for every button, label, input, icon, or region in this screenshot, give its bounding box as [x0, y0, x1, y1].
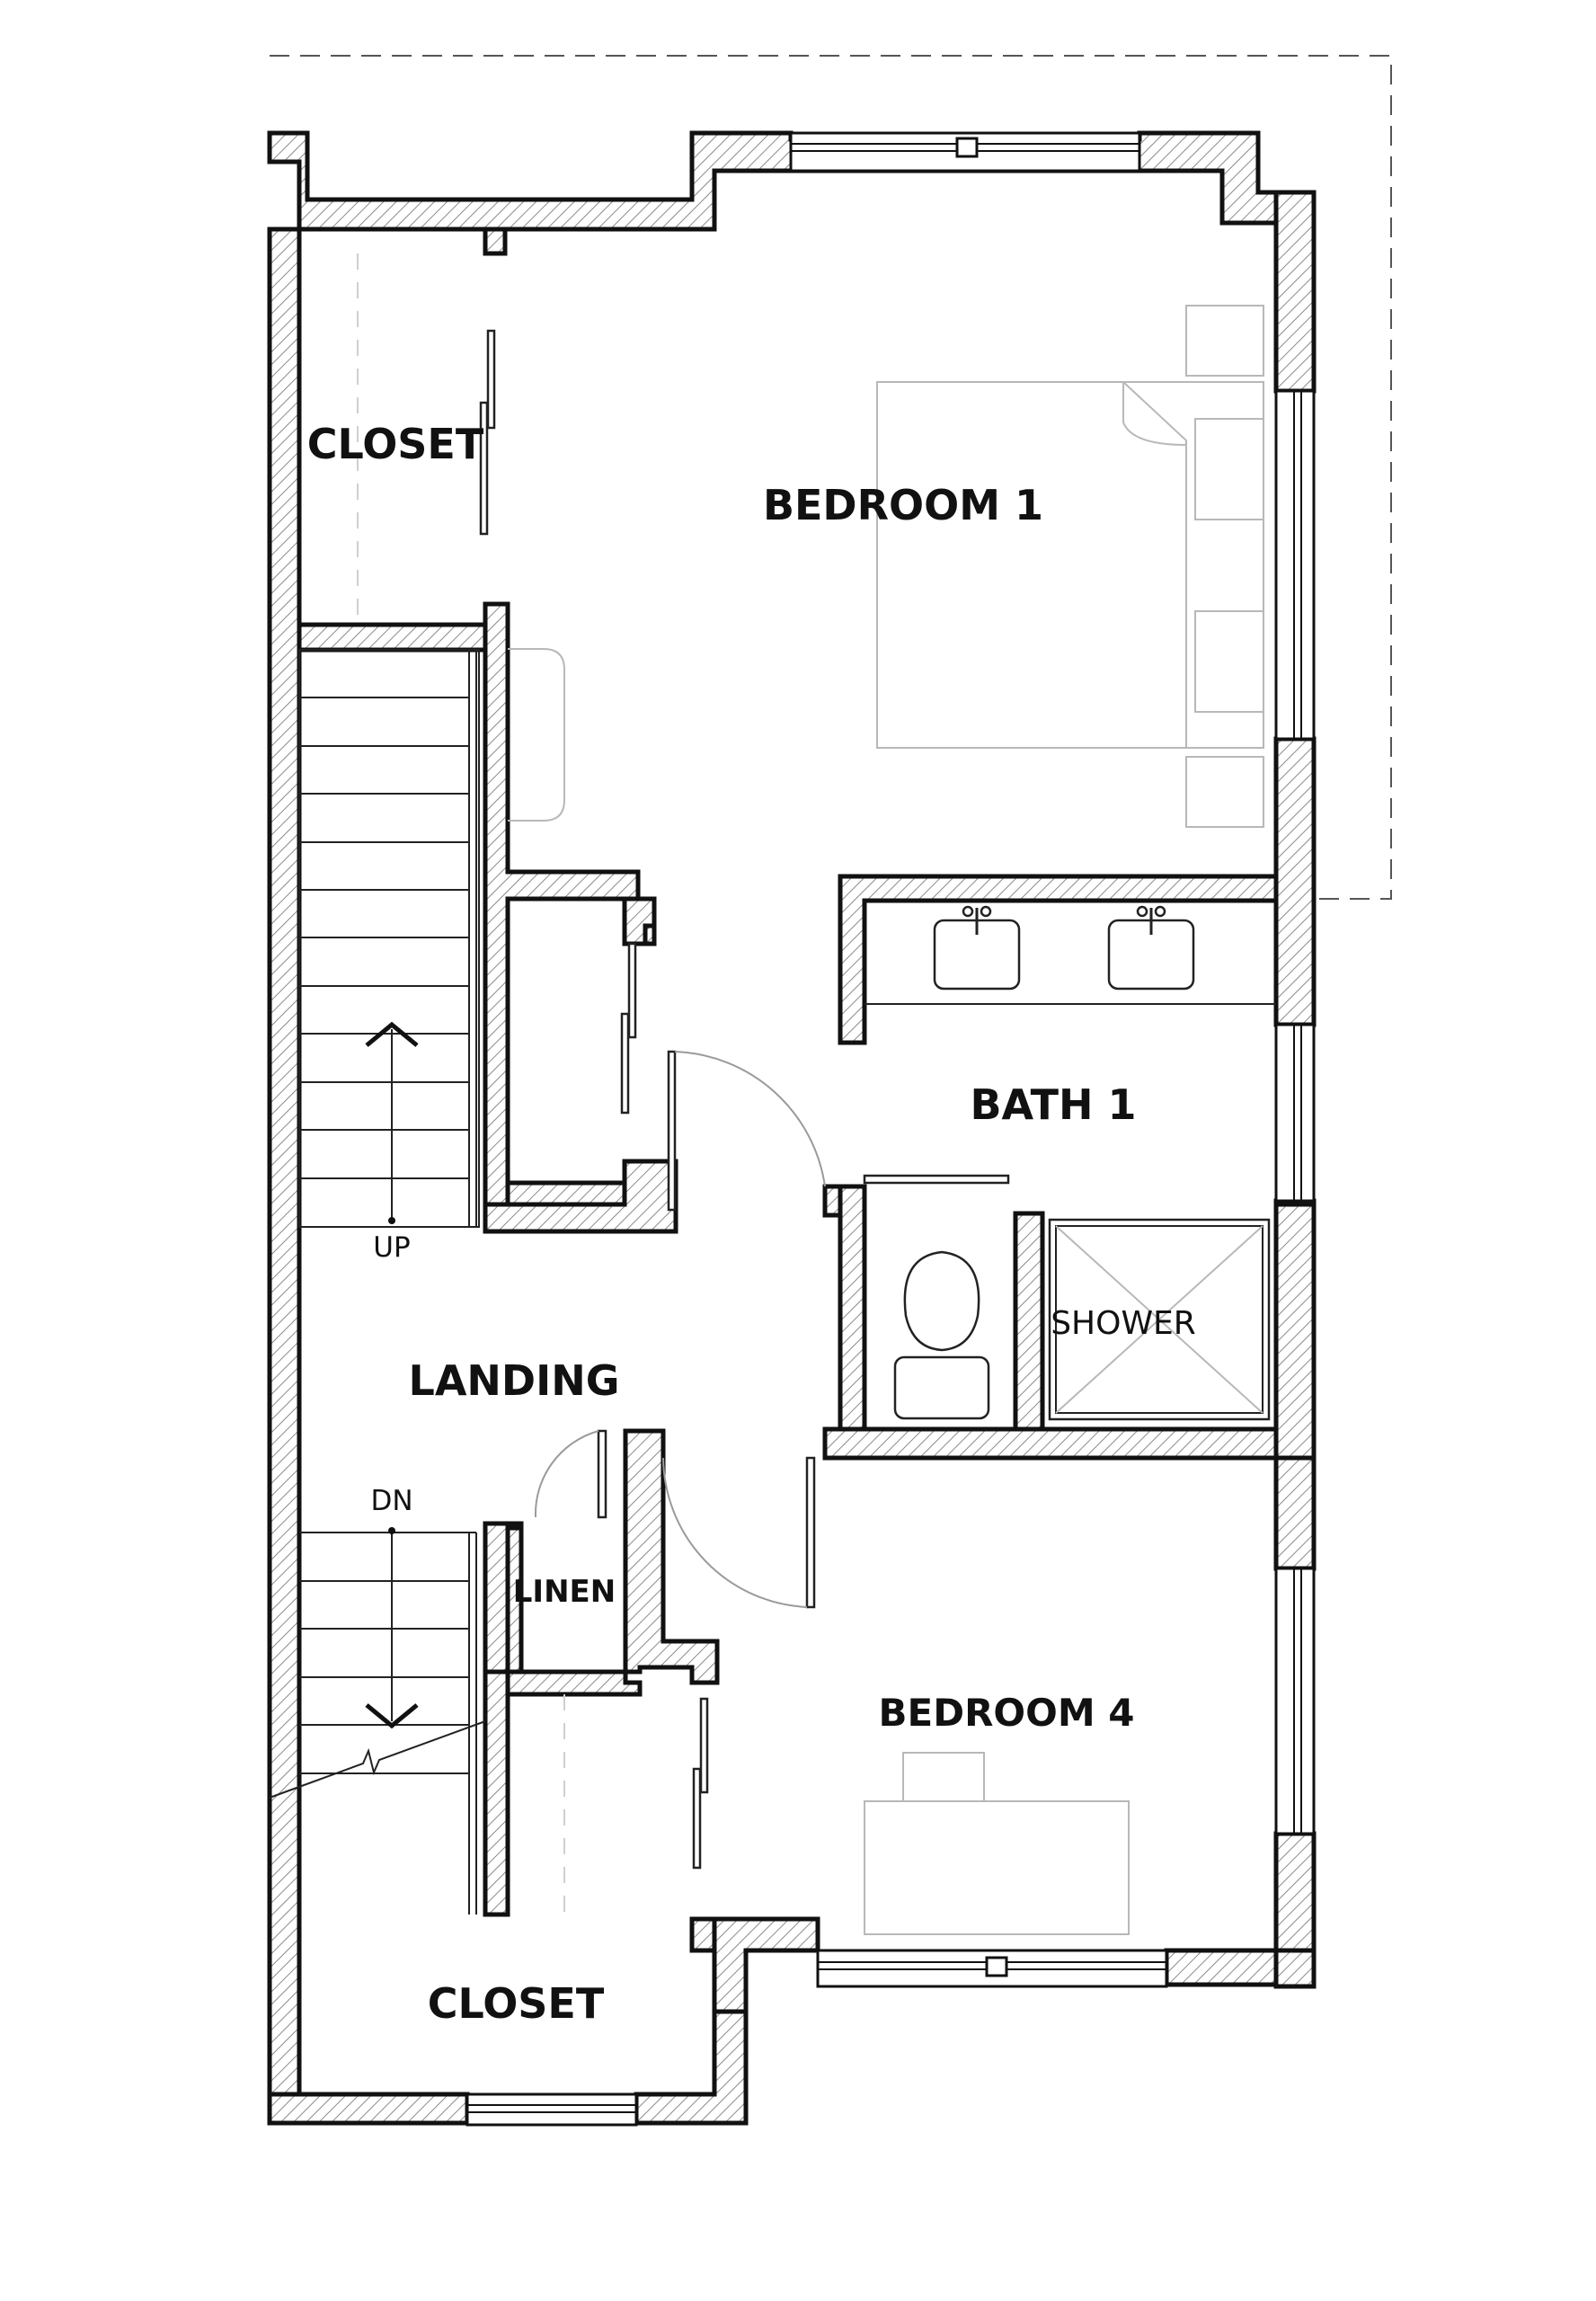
desk-chair: [902, 1752, 985, 1802]
toilet: [903, 1250, 980, 1352]
desk: [864, 1800, 1130, 1935]
stair-down: [269, 1527, 486, 1915]
stair-down-arrow-head: [365, 1703, 419, 1729]
room-label-bath-1: BATH 1: [971, 1080, 1137, 1129]
room-label-landing: LANDING: [409, 1356, 620, 1405]
room-label-closet-top: CLOSET: [307, 420, 484, 468]
roof-outline-dashed: [270, 55, 1392, 900]
windows: [466, 131, 1316, 2127]
stair-up-label: UP: [373, 1231, 410, 1264]
bath-fixtures: [864, 905, 1276, 1421]
room-label-bedroom-4: BEDROOM 4: [879, 1691, 1135, 1735]
interior-walls: [297, 227, 1279, 1953]
nightstand-top: [1185, 305, 1264, 377]
room-label-shower: SHOWER: [1051, 1305, 1196, 1342]
doors: [357, 253, 1010, 1915]
room-label-bedroom-1: BEDROOM 1: [763, 481, 1043, 529]
room-label-linen: LINEN: [513, 1574, 616, 1610]
stair-up: [298, 649, 480, 1228]
stair-up-arrow-head: [365, 1021, 419, 1047]
window-closet-bottom: [466, 2092, 638, 2127]
stair-down-label: DN: [370, 1485, 412, 1517]
room-label-closet-bottom: CLOSET: [428, 1979, 605, 2028]
furniture: [864, 305, 1264, 1935]
nightstand-bottom: [1185, 756, 1264, 828]
bed: [876, 381, 1264, 749]
stair-break-line: [269, 1720, 486, 1799]
